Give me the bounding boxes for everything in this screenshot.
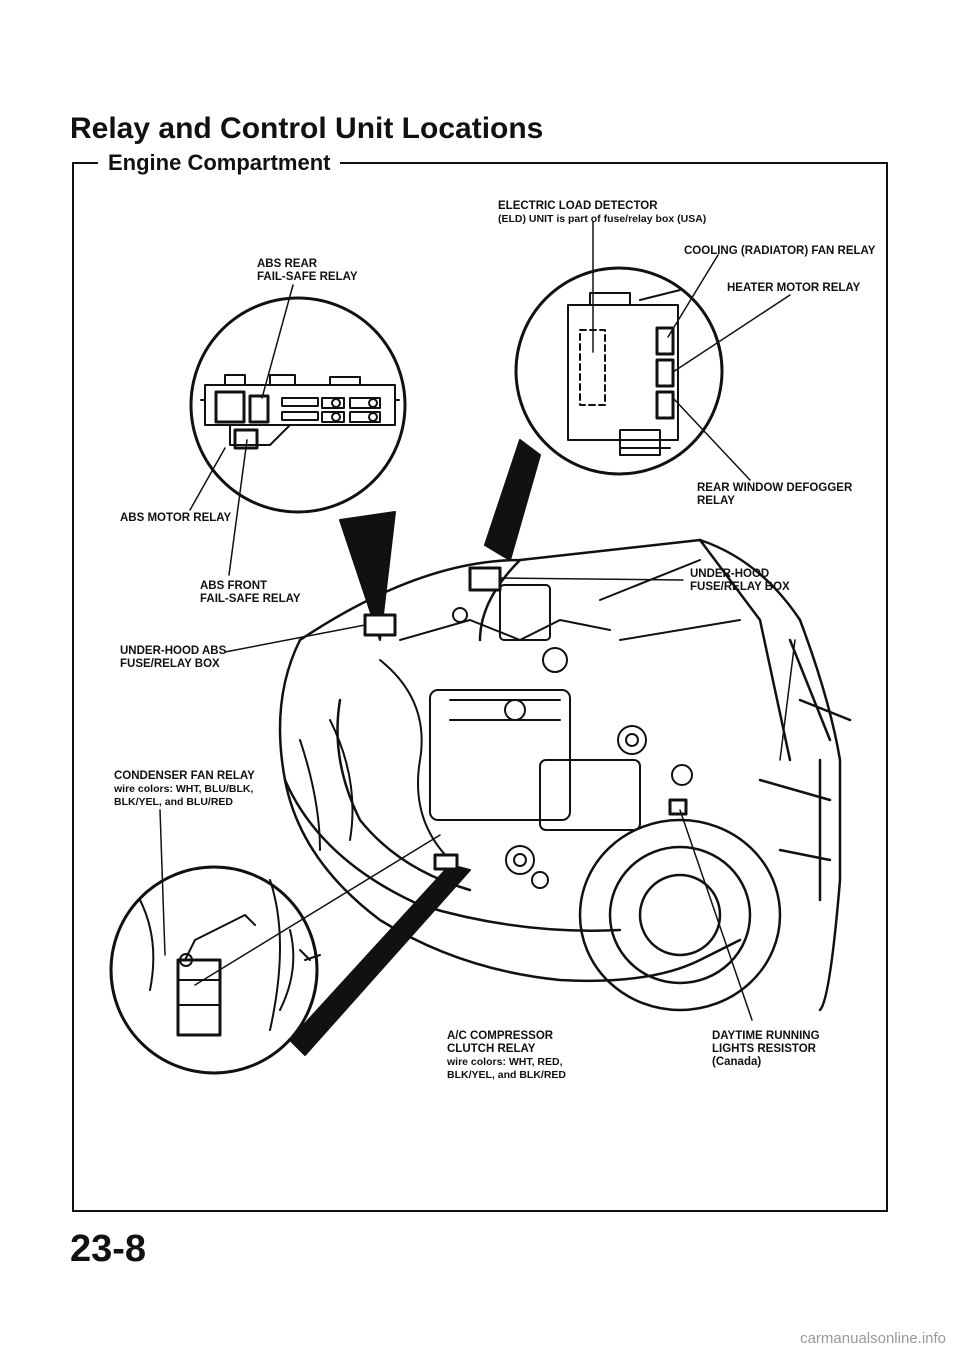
diagram-frame (72, 162, 888, 1212)
underhood-abs-fuse-relay-box-label: UNDER-HOOD ABS FUSE/RELAY BOX (120, 645, 227, 670)
abs-motor-relay-label: ABS MOTOR RELAY (120, 512, 232, 524)
eld-label: ELECTRIC LOAD DETECTOR (ELD) UNIT is par… (498, 200, 707, 225)
page-number: 23-8 (70, 1228, 147, 1270)
abs-rear-fail-safe-relay-label: ABS REAR FAIL-SAFE RELAY (257, 258, 358, 283)
abs-front-fail-safe-relay-label: ABS FRONT FAIL-SAFE RELAY (200, 580, 301, 605)
rear-window-defogger-relay-label: REAR WINDOW DEFOGGER RELAY (697, 482, 853, 507)
abs-box-detail-circle (189, 296, 407, 514)
section-subtitle: Engine Compartment (98, 150, 341, 176)
condenser-relay-detail-circle (109, 865, 321, 1075)
condenser-fan-relay-label: CONDENSER FAN RELAY wire colors: WHT, BL… (114, 770, 255, 808)
cooling-fan-relay-label: COOLING (RADIATOR) FAN RELAY (684, 245, 876, 257)
callout-leaders (159, 221, 796, 1021)
heater-motor-relay-label: HEATER MOTOR RELAY (727, 282, 861, 294)
car-body (278, 538, 852, 1012)
underhood-fuse-relay-box-label: UNDER-HOOD FUSE/RELAY BOX (690, 568, 790, 593)
daytime-running-lights-resistor-label: DAYTIME RUNNING LIGHTS RESISTOR (Canada) (712, 1030, 820, 1068)
ac-compressor-clutch-relay-label: A/C COMPRESSOR CLUTCH RELAY wire colors:… (447, 1030, 567, 1081)
engine-bay-details (299, 559, 741, 889)
page-title: Relay and Control Unit Locations (70, 112, 544, 145)
watermark: carmanualsonline.info (800, 1330, 946, 1347)
